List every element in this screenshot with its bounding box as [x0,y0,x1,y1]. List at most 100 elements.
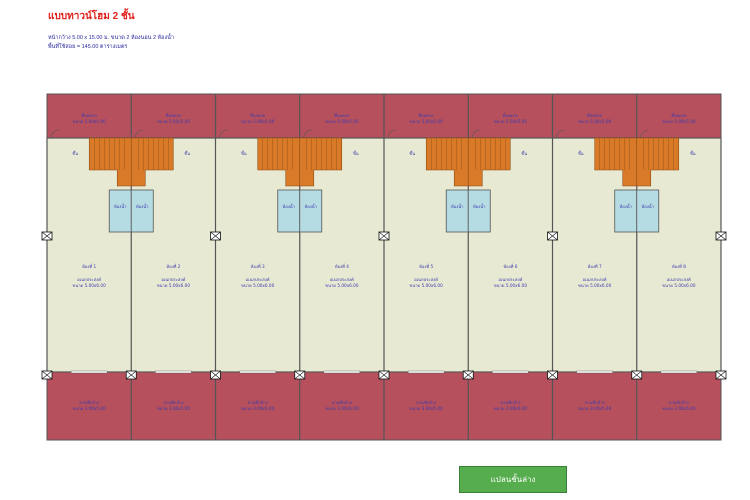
bathroom [108,189,132,233]
room-label: ห้องที่ 2 [166,263,180,269]
column-bottom-x [126,370,137,380]
room-label: ห้องที่ 1 [82,263,96,269]
stair-up-label: ขึ้น [72,150,78,156]
front-area-label: ที่จอดรถ [166,112,182,118]
stair-up-label: ขึ้น [353,150,359,156]
back-area-size: ขนาด 3.00x5.00 [241,406,275,411]
bathroom-label: ห้องน้ำ [473,203,486,209]
column-mid-x [378,231,390,241]
front-area-label: ที่จอดรถ [334,112,350,118]
back-area-size: ขนาด 3.00x5.00 [662,406,696,411]
door-swing [387,129,397,139]
window-mark [323,370,361,374]
column-bottom-x [378,370,390,380]
multipurpose-size: ขนาด 5.00x6.00 [662,283,696,288]
bathroom-label: ห้องน้ำ [304,203,317,209]
bathroom [636,189,660,233]
back-area-label: ลานซักล้าง [669,400,689,405]
stair-up-label: ขึ้น [690,150,696,156]
back-area-label: ลานซักล้าง [332,400,352,405]
staircase [299,137,343,187]
window-mark [660,370,698,374]
bathroom-label: ห้องน้ำ [136,203,149,209]
bathroom [445,189,469,233]
door-swing [471,129,481,139]
column-mid-x [715,231,727,241]
stair-up-label: ขึ้น [521,150,527,156]
door-swing [50,129,60,139]
stair-up-label: ขึ้น [409,150,415,156]
ground-floor-plan-button[interactable]: แปลนชั้นล่าง [459,466,567,493]
front-area-size: ขนาด 5.00x5.00 [662,119,696,124]
multipurpose-label: อเนกประสงค์ [246,277,270,282]
bathroom [277,189,301,233]
room-label: ห้องที่ 8 [672,263,686,269]
bathroom [130,189,154,233]
multipurpose-label: อเนกประสงค์ [414,277,438,282]
multipurpose-size: ขนาด 5.00x6.00 [157,283,191,288]
column-bottom-x [463,370,474,380]
front-area-size: ขนาด 5.00x5.00 [241,119,275,124]
multipurpose-size: ขนาด 5.00x6.00 [409,283,443,288]
front-area-size: ขนาด 5.00x5.00 [72,119,106,124]
multipurpose-size: ขนาด 5.00x6.00 [494,283,528,288]
back-area-size: ขนาด 3.00x5.00 [578,406,612,411]
spec-line-area: พื้นที่ใช้สอย = 145.00 ตารางเมตร [48,44,128,50]
front-area-label: ที่จอดรถ [671,112,687,118]
multipurpose-size: ขนาด 5.00x6.00 [578,283,612,288]
front-area-label: ที่จอดรถ [418,112,434,118]
multipurpose-size: ขนาด 5.00x6.00 [241,283,275,288]
column-bottom-x [41,370,53,380]
column-mid-x [41,231,53,241]
staircase [467,137,511,187]
multipurpose-size: ขนาด 5.00x6.00 [72,283,106,288]
room-label: ห้องที่ 5 [419,263,433,269]
window-mark [492,370,529,374]
staircase [130,137,174,187]
multipurpose-label: อเนกประสงค์ [667,277,691,282]
window-mark [155,370,192,374]
column-bottom-x [631,370,642,380]
front-area-size: ขนาด 5.00x5.00 [494,119,528,124]
back-area-label: ลานซักล้าง [79,400,99,405]
front-area-size: ขนาด 5.00x5.00 [578,119,612,124]
bathroom-label: ห้องน้ำ [619,203,632,209]
front-area-size: ขนาด 5.00x5.00 [157,119,191,124]
bathroom-label: ห้องน้ำ [114,203,127,209]
bathroom [299,189,323,233]
column-bottom-x [210,370,221,380]
back-area-size: ขนาด 3.00x5.00 [325,406,359,411]
door-swing [556,129,565,139]
multipurpose-size: ขนาด 5.00x6.00 [325,283,359,288]
door-swing [134,129,144,139]
front-area-size: ขนาด 5.00x5.00 [325,119,359,124]
back-area-label: ลานซักล้าง [500,400,520,405]
multipurpose-label: อเนกประสงค์ [330,277,354,282]
door-swing [303,129,312,139]
window-mark [576,370,613,374]
room-label: ห้องที่ 3 [251,263,265,269]
bathroom [614,189,638,233]
room-label: ห้องที่ 7 [588,263,602,269]
back-area-size: ขนาด 3.00x5.00 [72,406,106,411]
column-bottom-x [294,370,305,380]
multipurpose-label: อเนกประสงค์ [498,277,522,282]
front-area-size: ขนาด 5.00x5.00 [409,119,443,124]
bathroom-label: ห้องน้ำ [641,203,654,209]
door-swing [640,129,649,139]
window-mark [70,370,108,374]
back-area-label: ลานซักล้าง [416,400,436,405]
stair-up-label: ขึ้น [184,150,190,156]
back-area-size: ขนาด 3.00x5.00 [409,406,443,411]
stair-up-label: ขึ้น [578,150,584,156]
window-mark [407,370,445,374]
front-area-label: ที่จอดรถ [503,112,519,118]
door-swing [219,129,228,139]
page-title: แบบทาวน์โฮม 2 ชั้น [48,11,135,22]
back-area-label: ลานซักล้าง [248,400,268,405]
multipurpose-label: อเนกประสงค์ [161,277,185,282]
spec-line-dimensions: หน้ากว้าง 5.00 x 15.00 ม. ขนาด 2 ห้องนอน… [48,35,174,41]
column-mid-x [210,231,221,241]
back-area-size: ขนาด 3.00x5.00 [157,406,191,411]
